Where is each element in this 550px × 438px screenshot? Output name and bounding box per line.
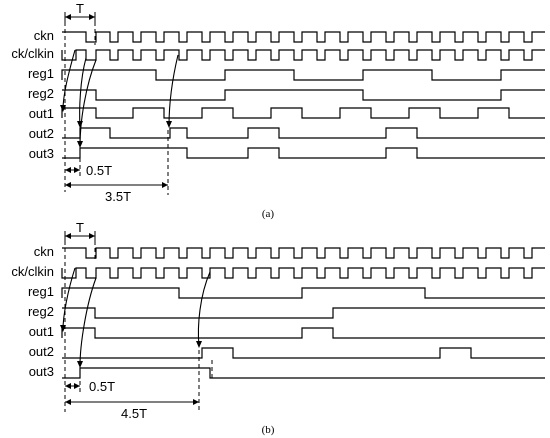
panel-a-signal-ck-clkin: ck/clkin (11, 46, 54, 61)
panel-a-wave-ckn (62, 31, 545, 43)
panel-b-wave-ck-clkin (61, 267, 545, 279)
panel-a-wave-out3 (62, 147, 545, 159)
panel-a-wave-ck-clkin (61, 49, 545, 61)
panel-a-wave-out1 (61, 107, 545, 119)
panel-a-signal-reg1: reg1 (28, 66, 54, 81)
panel-b-signal-out3: out3 (29, 364, 54, 379)
panel-b-signal-out2: out2 (29, 344, 54, 359)
panel-b-caption: (b) (262, 424, 275, 436)
panel-a-signal-out3: out3 (29, 146, 54, 161)
panel-a-wave-reg1 (61, 69, 545, 81)
panel-a-long-delay-label: 3.5T (105, 189, 131, 204)
panel-a-signal-out1: out1 (29, 106, 54, 121)
panel-b-wave-out2 (62, 347, 545, 359)
panel-a-short-delay-label: 0.5T (86, 163, 112, 178)
panel-b-wave-reg2 (62, 307, 545, 319)
panel-b-signal-reg1: reg1 (28, 284, 54, 299)
panel-a-signal-ckn: ckn (34, 28, 54, 43)
panel-a-signal-out2: out2 (29, 126, 54, 141)
panel-a: T ckn ck/clkin reg1 reg2 out1 out2 out3 (11, 1, 545, 220)
panel-a-signal-reg2: reg2 (28, 86, 54, 101)
panel-a-period-label: T (76, 1, 84, 16)
panel-b-period-label: T (76, 220, 84, 235)
panel-b-wave-out3 (62, 367, 545, 379)
panel-b-signal-ck-clkin: ck/clkin (11, 264, 54, 279)
panel-b-signal-ckn: ckn (34, 244, 54, 259)
panel-b-signal-out1: out1 (29, 324, 54, 339)
panel-b-wave-ckn (62, 247, 545, 259)
panel-b-wave-reg1 (61, 287, 545, 299)
panel-a-caption: (a) (262, 208, 275, 220)
panel-b: T ckn ck/clkin reg1 reg2 out1 out2 out3 (11, 220, 545, 436)
panel-b-long-delay-label: 4.5T (121, 406, 147, 421)
panel-b-short-delay-label: 0.5T (89, 379, 115, 394)
panel-a-wave-out2 (62, 127, 545, 139)
panel-b-wave-out1 (61, 327, 545, 339)
panel-b-signal-reg2: reg2 (28, 304, 54, 319)
panel-a-wave-reg2 (62, 89, 545, 101)
